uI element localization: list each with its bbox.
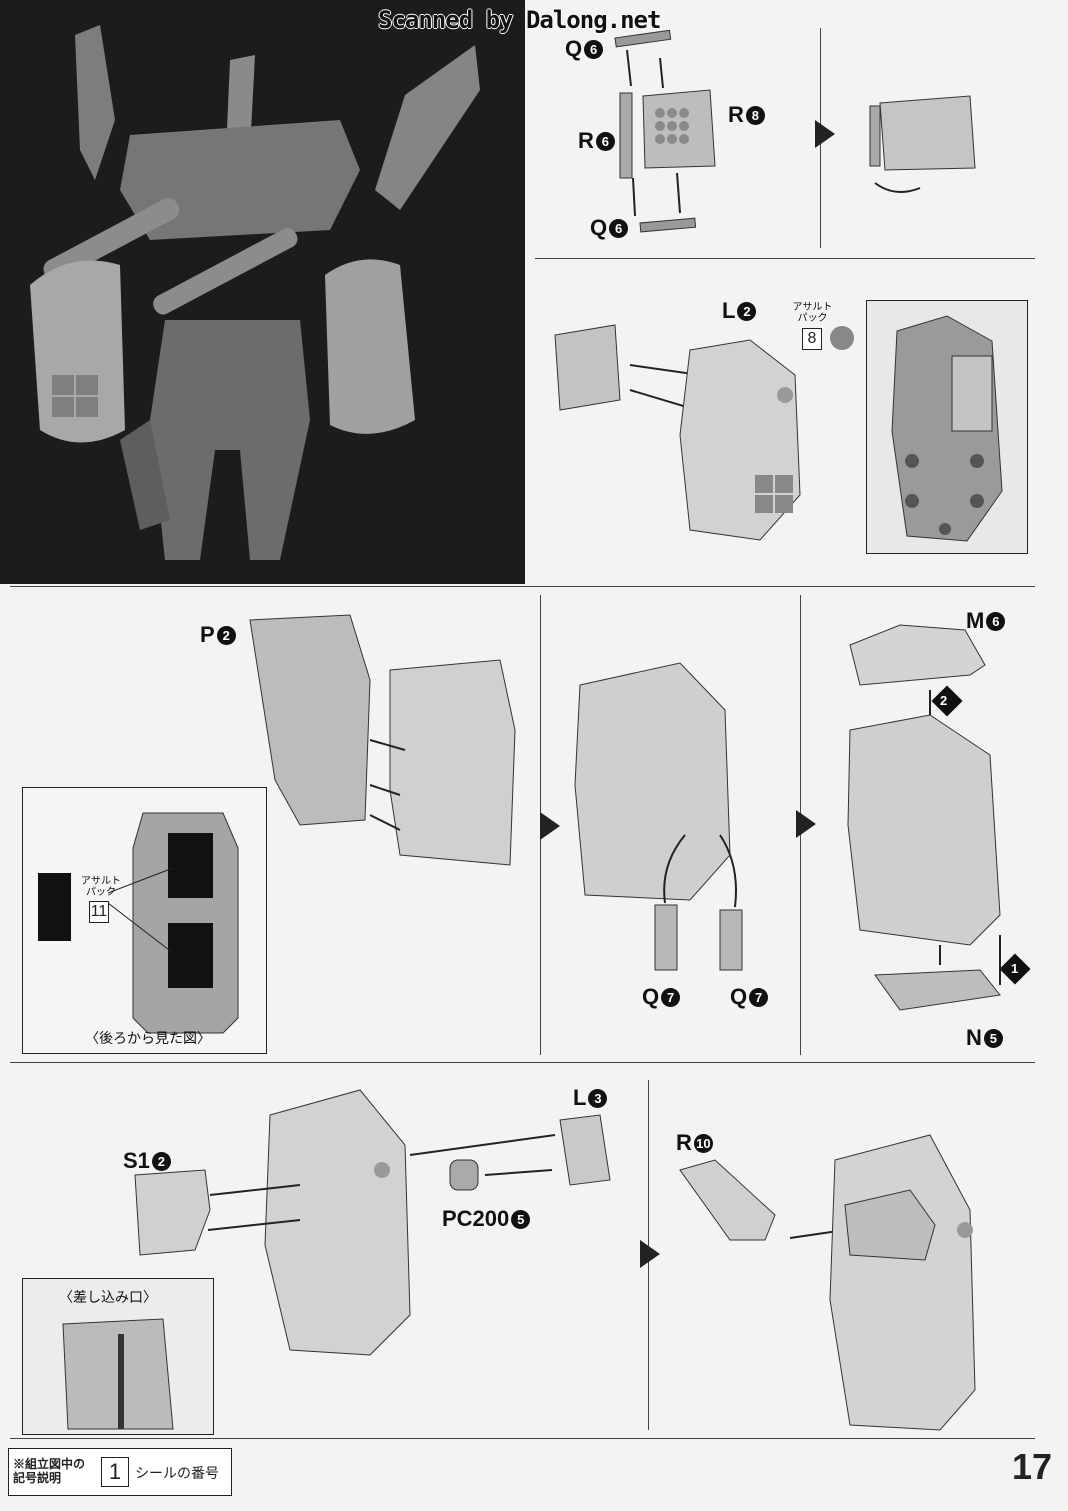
insert-slot-diagram	[62, 1318, 174, 1430]
rear-view-diagram	[38, 812, 239, 1034]
step-marker-2-text: 2	[940, 693, 948, 708]
legend-sample-number: 1	[101, 1457, 129, 1487]
step-b-diagram	[554, 324, 801, 541]
step-marker-1-text: 1	[1011, 961, 1019, 976]
legend-title: ※組立図中の 記号説明	[13, 1457, 86, 1485]
gundam-model-silhouette	[30, 25, 480, 560]
step-a-diagram	[614, 29, 976, 233]
panel-divider	[10, 1062, 1035, 1063]
step-arrow	[640, 1240, 660, 1268]
insert-slot-caption: 〈差し込み口〉	[59, 1289, 157, 1305]
step-c-diagram	[249, 614, 516, 866]
step-f-diagram	[134, 1089, 611, 1356]
legend-text: シールの番号	[135, 1465, 219, 1481]
panel-divider	[10, 586, 1035, 587]
step-arrow	[540, 812, 560, 840]
sticker-swatch	[830, 326, 854, 350]
rear-view-inset: アサルト パック 11 〈後ろから見た図〉	[22, 787, 267, 1054]
insert-slot-inset: 〈差し込み口〉	[22, 1278, 214, 1435]
back-view-diagram	[891, 315, 1003, 542]
hero-photo	[0, 0, 525, 584]
panel-divider	[10, 1438, 1035, 1439]
back-view-inset	[866, 300, 1028, 554]
step-arrow	[796, 810, 816, 838]
sticker-caption-assault-pack-rear: アサルト パック	[81, 876, 121, 898]
rear-view-caption: 〈後ろから見た図〉	[85, 1030, 211, 1046]
page-number: 17	[1011, 1446, 1052, 1487]
step-d-diagram	[574, 662, 743, 971]
watermark: Scanned by Dalong.net	[378, 6, 661, 34]
sticker-number-11: 11	[89, 901, 109, 923]
step-g-diagram	[679, 1134, 976, 1431]
sticker-caption-assault-pack: アサルト パック	[792, 302, 833, 324]
legend-box: ※組立図中の 記号説明 1 シールの番号	[8, 1448, 232, 1496]
sticker-number-8: 8	[802, 328, 822, 350]
panel-divider	[535, 258, 1035, 259]
step-e-diagram	[847, 624, 1001, 1011]
